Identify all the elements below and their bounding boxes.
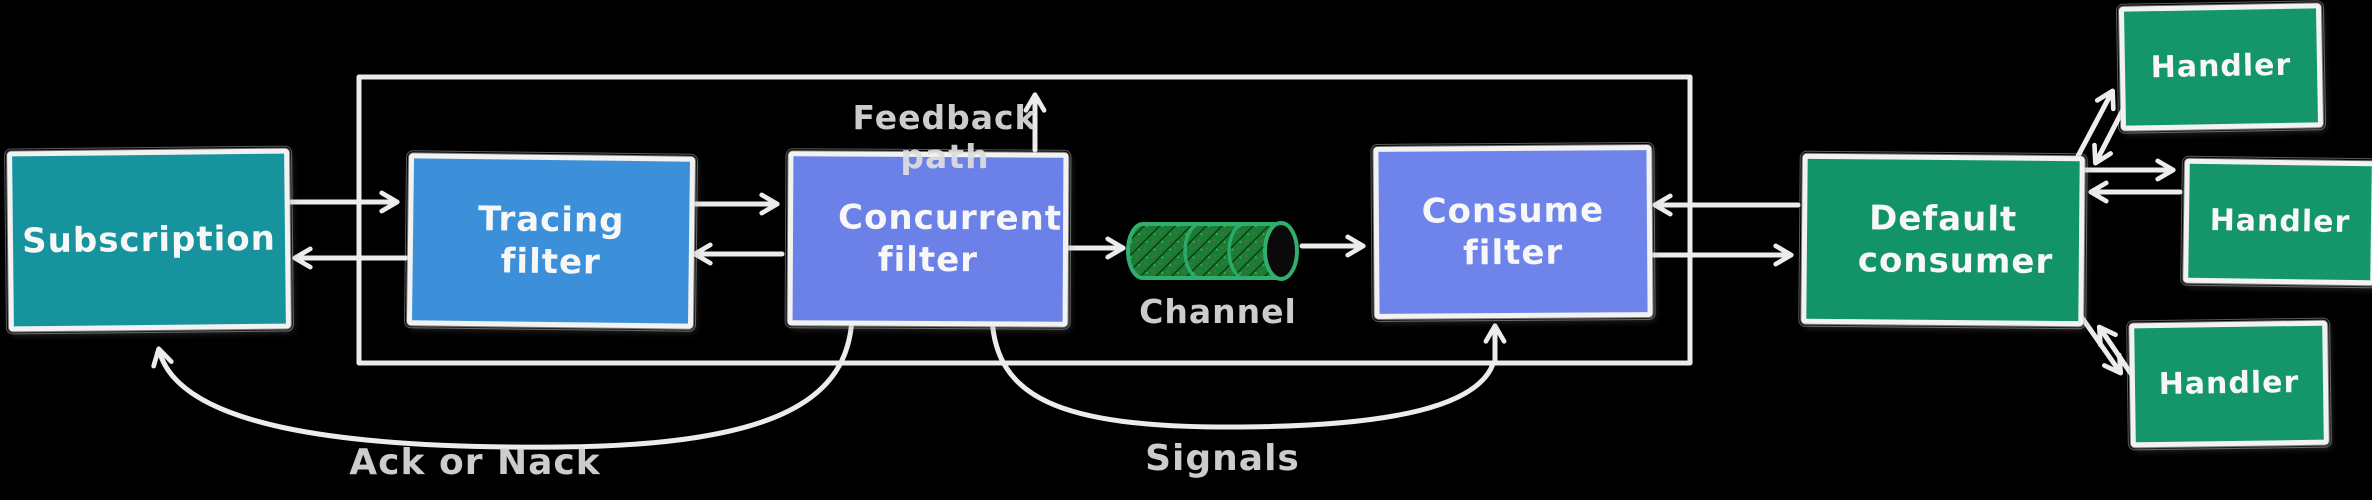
node-concurrent-filter: Concurrent filter <box>784 148 1072 330</box>
signals-label: Signals <box>1145 438 1300 479</box>
node-default-consumer: Default consumer <box>1798 150 2088 330</box>
node-handler-3: Handler <box>2126 317 2332 451</box>
node-subscription-label: Subscription <box>21 218 277 262</box>
node-handler-2: Handler <box>2180 155 2372 289</box>
arrow-default-to-handler3 <box>2075 309 2124 376</box>
node-handler-1: Handler <box>2115 0 2327 134</box>
signals-arc <box>989 315 1496 430</box>
feedback-loop-label: Feedback path <box>852 98 1038 176</box>
arrow-ack-arc <box>151 315 855 450</box>
node-concurrent-filter-label: Concurrent filter <box>838 197 1063 281</box>
node-consume-filter-label: Consume filter <box>1421 189 1605 274</box>
feedback-loop-line <box>356 74 1693 366</box>
channel-cylinder <box>1126 221 1299 281</box>
ack-or-nack-label: Ack or Nack <box>349 442 601 483</box>
node-handler-1-label: Handler <box>2150 48 2292 86</box>
channel-label: Channel <box>1139 292 1297 331</box>
arrow-default-to-handler1 <box>2075 88 2116 159</box>
node-handler-2-label: Handler <box>2209 203 2351 241</box>
node-consume-filter: Consume filter <box>1370 141 1656 323</box>
node-handler-3-label: Handler <box>2158 365 2300 403</box>
node-subscription: Subscription <box>4 145 294 335</box>
node-tracing-filter-label: Tracing filter <box>477 198 625 283</box>
node-default-consumer-label: Default consumer <box>1857 197 2054 282</box>
node-tracing-filter: Tracing filter <box>403 150 699 332</box>
